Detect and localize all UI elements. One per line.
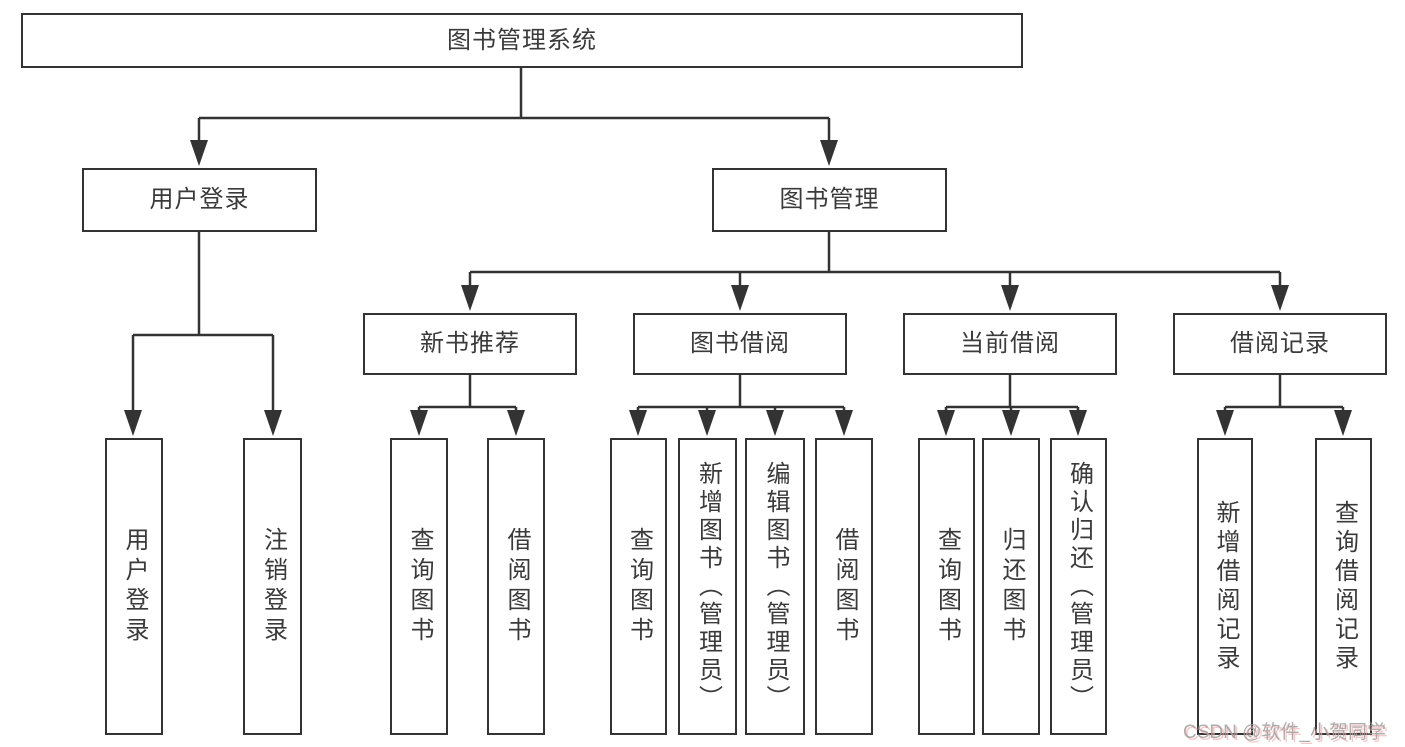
leaf-query-books: 查询图书: [610, 438, 667, 735]
node-book-management: 图书管理: [712, 168, 947, 232]
csdn-watermark: CSDN @软件_小贺同学: [1183, 722, 1386, 743]
leaf-return-books: 归还图书: [982, 438, 1040, 735]
leaf-edit-books-admin: 编辑图书（管理员）: [745, 438, 805, 735]
node-user-login: 用户登录: [82, 168, 317, 232]
node-label: 用户登录: [149, 186, 250, 213]
arrowheads: [124, 140, 1352, 436]
leaf-query-books: 查询图书: [918, 438, 975, 735]
leaf-label: 借阅图书: [503, 526, 530, 647]
leaf-borrow-books: 借阅图书: [487, 438, 545, 735]
leaf-logout-login: 注销登录: [243, 438, 302, 735]
node-borrowing-records: 借阅记录: [1173, 313, 1387, 375]
leaf-label: 确认归还（管理员）: [1065, 460, 1093, 713]
leaf-query-borrow-record: 查询借阅记录: [1315, 438, 1372, 735]
node-new-book-recommendation: 新书推荐: [363, 313, 577, 375]
leaf-label: 归还图书: [998, 526, 1025, 647]
leaf-label: 编辑图书（管理员）: [762, 460, 789, 713]
leaf-query-books: 查询图书: [390, 438, 448, 735]
node-library-management-system: 图书管理系统: [21, 13, 1023, 68]
leaf-borrow-books: 借阅图书: [815, 438, 873, 735]
node-label: 图书管理系统: [447, 26, 597, 54]
leaf-add-books-admin: 新增图书（管理员）: [678, 438, 737, 735]
node-label: 图书管理: [779, 186, 880, 213]
leaf-label: 查询借阅记录: [1330, 499, 1358, 674]
leaf-label: 新增图书（管理员）: [694, 460, 722, 713]
node-label: 借阅记录: [1230, 330, 1330, 357]
leaf-label: 查询图书: [406, 526, 433, 647]
leaf-add-borrow-record: 新增借阅记录: [1197, 438, 1253, 735]
node-label: 当前借阅: [960, 330, 1060, 357]
node-label: 图书借阅: [690, 330, 790, 357]
node-book-borrowing: 图书借阅: [633, 313, 847, 375]
leaf-label: 借阅图书: [831, 526, 858, 647]
leaf-confirm-return-admin: 确认归还（管理员）: [1050, 438, 1107, 735]
leaf-label: 注销登录: [259, 526, 287, 647]
leaf-label: 查询图书: [625, 526, 653, 647]
leaf-user-login: 用户登录: [105, 438, 163, 735]
leaf-label: 新增借阅记录: [1212, 499, 1239, 674]
leaf-label: 用户登录: [121, 526, 148, 647]
node-label: 新书推荐: [420, 330, 520, 357]
node-current-borrowing: 当前借阅: [903, 313, 1117, 375]
leaf-label: 查询图书: [933, 526, 961, 647]
